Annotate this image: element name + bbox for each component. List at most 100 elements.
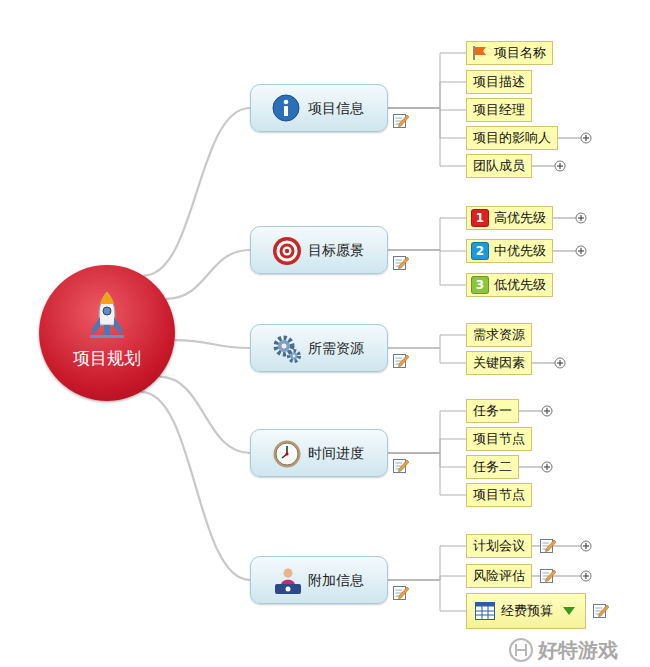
branch-topic: 时间进度: [250, 429, 388, 477]
expand-line: [553, 218, 576, 219]
leaf-topic: 团队成员: [466, 154, 532, 178]
branch-topic: 所需资源: [250, 324, 388, 372]
branch-line: [388, 335, 466, 348]
branch-line: [388, 580, 466, 611]
topic-text: 任务二: [473, 456, 512, 478]
target-icon: [272, 236, 302, 270]
topic-text: 项目的影响人: [473, 127, 551, 149]
info-icon: [272, 94, 300, 126]
branch-line: [175, 340, 250, 348]
topic-text: 附加信息: [308, 557, 364, 603]
leaf-topic: 项目节点: [466, 427, 532, 451]
expand-button: [555, 358, 565, 368]
leaf-topic: 项目的影响人: [466, 126, 558, 150]
leaf-topic: 风险评估: [466, 564, 532, 588]
note-icon: [394, 115, 410, 128]
leaf-topic: 任务一: [466, 399, 519, 423]
leaf-topic: 计划会议: [466, 534, 532, 558]
expand-line: [532, 576, 581, 577]
priority-number: 2: [471, 242, 489, 260]
branch-line: [388, 108, 466, 138]
leaf-topic: 项目节点: [466, 483, 532, 507]
topic-text: 中优先级: [494, 240, 546, 262]
expand-line: [553, 251, 576, 252]
branch-line: [388, 250, 466, 285]
expand-line: [532, 546, 581, 547]
watermark-logo: [516, 644, 526, 656]
expand-button: [542, 462, 552, 472]
branch-line: [388, 546, 466, 580]
gear-icon: [272, 334, 302, 368]
expand-button: [581, 541, 591, 551]
topic-text: 风险评估: [473, 565, 525, 587]
topic-text: 任务一: [473, 400, 512, 422]
expand-button: [555, 161, 565, 171]
topic-text: 经费预算: [501, 594, 553, 628]
dropdown-icon: [562, 606, 576, 616]
topic-text: 低优先级: [494, 274, 546, 296]
leaf-topic: 任务二: [466, 455, 519, 479]
branch-line: [388, 82, 466, 108]
note-icon: [541, 540, 557, 553]
branch-line: [388, 53, 466, 108]
note-icon: [394, 257, 410, 270]
note-icon: [594, 605, 610, 618]
topic-text: 项目经理: [473, 99, 525, 121]
expand-button: [576, 213, 586, 223]
watermark: 好特游戏: [538, 637, 618, 663]
expand-button: [576, 246, 586, 256]
topic-text: 项目描述: [473, 71, 525, 93]
topic-text: 项目节点: [473, 428, 525, 450]
watermark-logo: [510, 639, 532, 661]
flag-icon: [472, 45, 488, 61]
branch-topic: 附加信息: [250, 556, 388, 604]
branch-topic: 目标愿景: [250, 226, 388, 274]
branch-topic: 项目信息: [250, 84, 388, 132]
expand-line: [532, 363, 555, 364]
branch-line: [166, 250, 250, 299]
topic-text: 计划会议: [473, 535, 525, 557]
note-icon: [394, 355, 410, 368]
topic-text: 项目规划: [39, 347, 175, 370]
branch-line: [388, 453, 466, 495]
topic-text: 目标愿景: [308, 227, 364, 273]
expand-line: [532, 166, 555, 167]
topic-text: 高优先级: [494, 207, 546, 229]
rocket-icon: [87, 289, 127, 345]
branch-line: [143, 108, 250, 276]
central-topic: 项目规划: [39, 265, 175, 401]
topic-text: 需求资源: [473, 324, 525, 346]
leaf-topic: 关键因素: [466, 351, 532, 375]
leaf-topic: 项目描述: [466, 70, 532, 94]
note-icon: [394, 460, 410, 473]
note-icon: [541, 570, 557, 583]
expand-button: [581, 571, 591, 581]
topic-text: 项目节点: [473, 484, 525, 506]
leaf-topic: 项目经理: [466, 98, 532, 122]
table-icon: [475, 602, 495, 620]
topic-text: 时间进度: [308, 430, 364, 476]
topic-text: 团队成员: [473, 155, 525, 177]
branch-line: [388, 411, 466, 453]
branch-line: [388, 108, 466, 166]
topic-text: 项目信息: [308, 85, 364, 131]
clock-icon: [272, 439, 302, 473]
leaf-topic: 项目名称: [466, 41, 553, 65]
leaf-topic: 需求资源: [466, 323, 532, 347]
priority-number: 3: [471, 276, 489, 294]
leaf-topic: 经费预算: [466, 593, 586, 629]
branch-line: [388, 218, 466, 250]
expand-button: [581, 133, 591, 143]
branch-line: [388, 576, 466, 580]
expand-line: [519, 411, 542, 412]
topic-text: 项目名称: [494, 42, 546, 64]
expand-line: [558, 138, 581, 139]
expand-line: [519, 467, 542, 468]
note-icon: [394, 587, 410, 600]
branch-line: [159, 377, 250, 453]
branch-line: [141, 392, 250, 580]
person-icon: [272, 566, 304, 600]
topic-text: 所需资源: [308, 325, 364, 371]
branch-line: [388, 439, 466, 453]
